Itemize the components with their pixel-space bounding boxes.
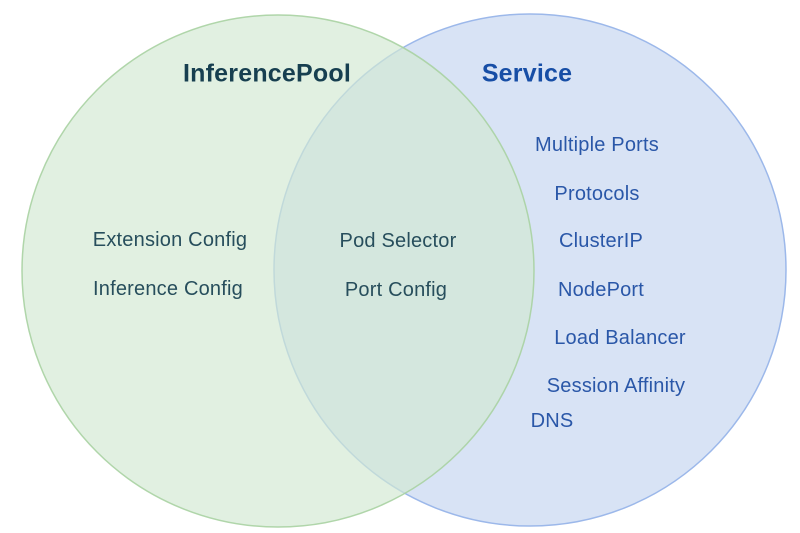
- overlap-item-pod-selector: Pod Selector: [339, 230, 457, 252]
- service-title: Service: [481, 59, 573, 88]
- right-item-load-balancer: Load Balancer: [554, 327, 686, 349]
- right-item-clusterip: ClusterIP: [558, 230, 644, 252]
- right-item-dns: DNS: [530, 410, 574, 432]
- overlap-item-port-config: Port Config: [344, 279, 448, 301]
- inferencepool-circle: [21, 14, 535, 528]
- right-item-session-affinity: Session Affinity: [546, 375, 686, 397]
- right-item-protocols: Protocols: [554, 183, 640, 205]
- right-item-multiple-ports: Multiple Ports: [535, 134, 659, 156]
- left-item-inference-config: Inference Config: [93, 278, 243, 300]
- inferencepool-title: InferencePool: [183, 59, 351, 88]
- right-item-nodeport: NodePort: [557, 279, 645, 301]
- left-item-extension-config: Extension Config: [92, 229, 248, 251]
